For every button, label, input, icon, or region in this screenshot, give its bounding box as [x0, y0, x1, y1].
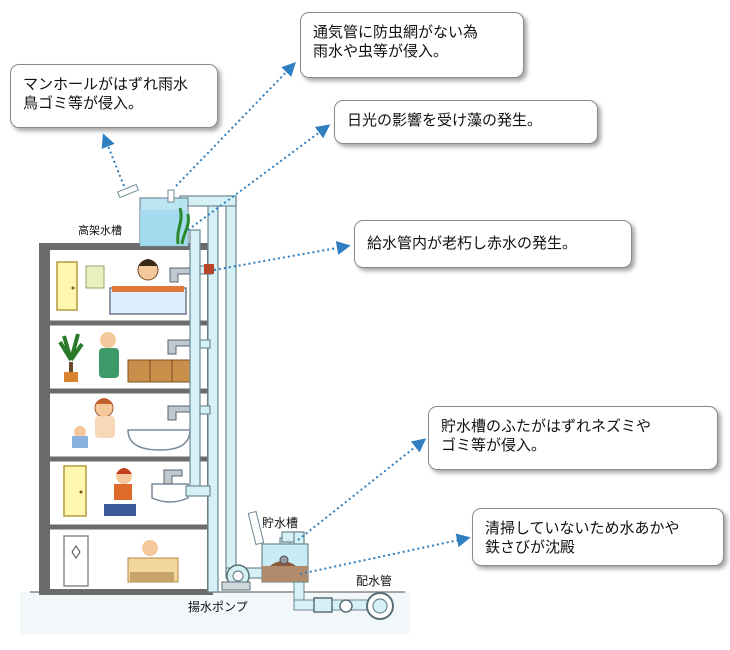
callout-tank-lid-line2: ゴミ等が侵入。 — [441, 436, 547, 454]
arrow-manhole — [101, 133, 125, 187]
callout-manhole-line1: マンホールがはずれ雨水 — [23, 75, 189, 93]
label-distribution-pipe: 配水管 — [356, 574, 393, 588]
bathroom-floor — [56, 259, 187, 315]
storage-tank — [247, 510, 309, 583]
callout-rust-pipe-line1: 給水管内が老朽し赤水の発生。 — [367, 234, 578, 252]
ground-area — [20, 592, 410, 634]
callout-manhole-line2: 鳥ゴミ等が侵入。 — [23, 94, 144, 112]
label-storage-tank: 貯水槽 — [262, 516, 299, 530]
ground-floor-room — [63, 535, 179, 587]
arrow-vent — [175, 61, 296, 187]
pump — [221, 564, 251, 591]
callout-tank-lid: 貯水槽のふたがはずれネズミや ゴミ等が侵入。 — [428, 406, 718, 470]
toilet-floor — [63, 465, 189, 517]
rusted-pipe-section — [204, 264, 214, 274]
callout-uncleaned: 清掃していないため水あかや 鉄さびが沈殿 — [472, 508, 724, 566]
distribution-line — [293, 581, 394, 620]
callout-vent-line1: 通気管に防虫網がない為 — [313, 23, 479, 41]
callout-algae: 日光の影響を受け藻の発生。 — [334, 100, 598, 144]
callout-vent-line2: 雨水や虫等が侵入。 — [313, 42, 449, 60]
callout-algae-line1: 日光の影響を受け藻の発生。 — [347, 111, 543, 129]
elevated-tank — [116, 183, 190, 247]
label-pump: 揚水ポンプ — [188, 600, 248, 614]
arrow-tank-lid — [297, 438, 427, 541]
washroom-floor — [72, 398, 191, 451]
callout-tank-lid-line1: 貯水槽のふたがはずれネズミや — [441, 417, 652, 435]
callout-vent: 通気管に防虫網がない為 雨水や虫等が侵入。 — [300, 12, 524, 78]
callout-uncleaned-line1: 清掃していないため水あかや — [485, 519, 680, 537]
callout-uncleaned-line2: 鉄さびが沈殿 — [485, 538, 576, 556]
pointer-arrows — [101, 61, 471, 575]
callout-rust-pipe: 給水管内が老朽し赤水の発生。 — [354, 220, 632, 268]
arrow-algae — [187, 124, 331, 231]
callout-manhole: マンホールがはずれ雨水 鳥ゴミ等が侵入。 — [10, 64, 218, 128]
algae — [176, 207, 190, 245]
arrow-uncleaned — [299, 533, 471, 575]
label-elevated-tank: 高架水槽 — [78, 224, 122, 237]
